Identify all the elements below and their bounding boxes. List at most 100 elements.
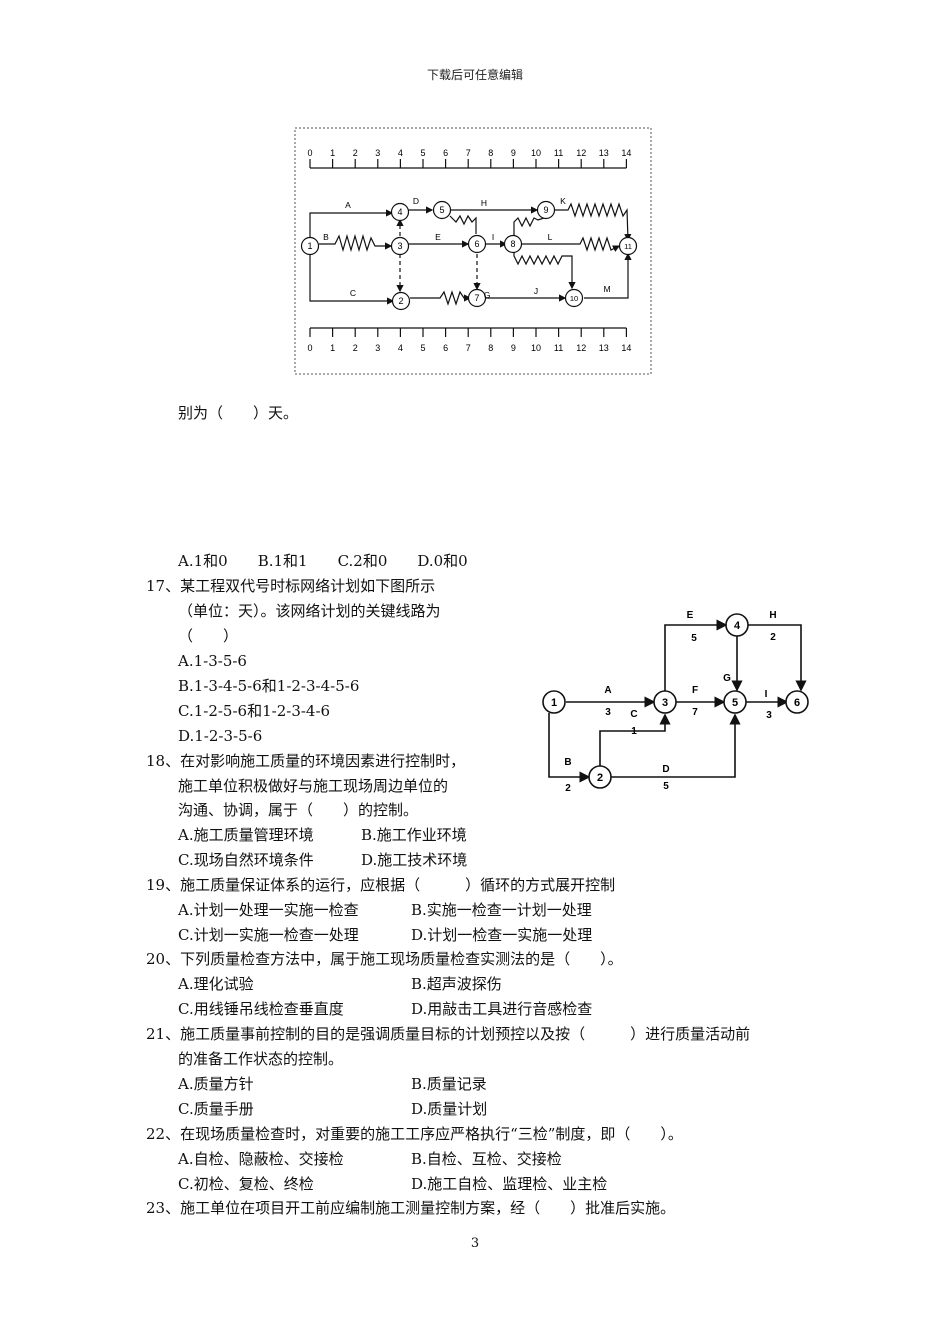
network-node-label: 5 xyxy=(439,205,444,215)
network-node xyxy=(785,690,809,714)
activity-label: J xyxy=(534,286,538,296)
timescale-top-label: 11 xyxy=(554,148,563,158)
network-node-label: 1 xyxy=(307,241,312,251)
network-node-label: 9 xyxy=(543,205,548,215)
timescale-top-label: 8 xyxy=(488,148,493,158)
timescale-top-label: 6 xyxy=(443,148,448,158)
q18-option-b: B.施工作业环境 xyxy=(361,826,467,844)
network-node xyxy=(536,200,556,220)
q17-stem-line-3: （ ） xyxy=(178,627,239,645)
network-node-label: 2 xyxy=(597,772,603,784)
network-node xyxy=(564,288,584,308)
activity-label: D xyxy=(413,196,419,206)
activity-name: B xyxy=(564,757,571,768)
timescale-top-label: 3 xyxy=(375,148,380,158)
activity-name: A xyxy=(604,685,611,696)
network-node-label: 2 xyxy=(398,296,403,306)
timescale-bottom-label: 1 xyxy=(330,343,335,353)
q18-stem-line-2: 施工单位积极做好与施工现场周边单位的 xyxy=(178,777,449,795)
network-node-label: 11 xyxy=(624,242,632,251)
network-node xyxy=(542,690,566,714)
network-node xyxy=(725,613,749,637)
network-node xyxy=(588,765,612,789)
activity-label: M xyxy=(603,284,610,294)
q22-option-a: A.自检、隐蔽检、交接检 xyxy=(178,1150,344,1168)
activity-name: I xyxy=(765,689,768,700)
activity-label: L xyxy=(548,232,553,242)
q21-option-c: C.质量手册 xyxy=(178,1100,254,1118)
timescale-top-label: 7 xyxy=(466,148,471,158)
network-node-label: 8 xyxy=(510,239,515,249)
network-node xyxy=(723,690,747,714)
activity-name: F xyxy=(692,685,698,696)
timescale-top-label: 1 xyxy=(330,148,335,158)
network-node xyxy=(503,234,523,254)
q22-stem: 22、在现场质量检查时，对重要的施工工序应严格执行“三检”制度，即（ ）。 xyxy=(146,1125,683,1143)
network-node xyxy=(467,234,487,254)
activity-label: B xyxy=(323,232,329,242)
timescale-bottom-label: 2 xyxy=(353,343,358,353)
activity-name: G xyxy=(723,673,731,684)
timescale-bottom-label: 4 xyxy=(398,343,403,353)
q17-option-c: C.1-2-5-6和1-2-3-4-6 xyxy=(178,702,331,720)
network-node-label: 3 xyxy=(397,241,402,251)
network-node-label: 10 xyxy=(570,294,578,303)
timescale-bottom-label: 3 xyxy=(375,343,380,353)
q21-option-d: D.质量计划 xyxy=(411,1100,488,1118)
q22-option-d: D.施工自检、监理检、业主检 xyxy=(411,1175,608,1193)
q17-stem-line-1: 17、某工程双代号时标网络计划如下图所示 xyxy=(146,577,436,595)
network-node xyxy=(467,288,487,308)
q18-stem-line-1: 18、在对影响施工质量的环境因素进行控制时， xyxy=(146,752,466,770)
q20-stem: 20、下列质量检查方法中，属于施工现场质量检查实测法的是（ ）。 xyxy=(146,950,623,968)
q21-stem-line-2: 的准备工作状态的控制。 xyxy=(178,1050,344,1068)
q18-option-d: D.施工技术环境 xyxy=(361,851,468,869)
activity-name: D xyxy=(662,764,669,775)
timescale-bottom-label: 14 xyxy=(621,343,631,353)
timescale-bottom-label: 6 xyxy=(443,343,448,353)
q18-option-a: A.施工质量管理环境 xyxy=(178,826,314,844)
timescale-top-label: 10 xyxy=(531,148,541,158)
timescale-top-label: 13 xyxy=(599,148,609,158)
timescale-top-label: 0 xyxy=(307,148,312,158)
timescale-top-label: 14 xyxy=(621,148,631,158)
activity-duration: 1 xyxy=(631,726,637,737)
network-node-label: 4 xyxy=(397,207,402,217)
network-node xyxy=(618,236,638,256)
page-header: 下载后可任意编辑 xyxy=(426,68,523,82)
activity-duration: 2 xyxy=(565,783,571,794)
q17-option-a: A.1-3-5-6 xyxy=(178,652,247,670)
q19-option-b: B.实施一检查一计划一处理 xyxy=(411,901,592,919)
network-node xyxy=(300,236,320,256)
activity-label: I xyxy=(492,232,494,242)
network-node-label: 3 xyxy=(662,697,668,709)
network-node xyxy=(390,236,410,256)
activity-duration: 3 xyxy=(766,710,772,721)
network-node-label: 6 xyxy=(474,239,479,249)
activity-name: H xyxy=(769,610,776,621)
q22-option-c: C.初检、复检、终检 xyxy=(178,1175,314,1193)
q17-stem-line-2: （单位：天）。该网络计划的关键线路为 xyxy=(178,602,441,620)
network-node xyxy=(653,690,677,714)
activity-duration: 3 xyxy=(605,707,611,718)
network-node-label: 5 xyxy=(732,697,738,709)
timescale-bottom-label: 13 xyxy=(599,343,609,353)
timescale-top-label: 12 xyxy=(576,148,586,158)
q19-option-d: D.计划一检查一实施一处理 xyxy=(411,926,593,944)
q19-stem: 19、施工质量保证体系的运行，应根据（ ）循环的方式展开控制 xyxy=(146,876,616,894)
q16-stem-tail: 别为（ ）天。 xyxy=(178,404,299,422)
timescale-top-label: 9 xyxy=(511,148,516,158)
activity-duration: 7 xyxy=(692,707,698,718)
timescale-top-label: 2 xyxy=(353,148,358,158)
q23-stem: 23、施工单位在项目开工前应编制施工测量控制方案，经（ ）批准后实施。 xyxy=(146,1199,676,1217)
timescale-bottom-label: 7 xyxy=(466,343,471,353)
activity-label: H xyxy=(481,198,487,208)
activity-name: C xyxy=(630,709,637,720)
q19-option-a: A.计划一处理一实施一检查 xyxy=(178,901,359,919)
q17-option-b: B.1-3-4-5-6和1-2-3-4-5-6 xyxy=(178,677,360,695)
q20-option-b: B.超声波探伤 xyxy=(411,975,502,993)
q22-option-b: B.自检、互检、交接检 xyxy=(411,1150,562,1168)
q21-stem-line-1: 21、施工质量事前控制的目的是强调质量目标的计划预控以及按（ ）进行质量活动前 xyxy=(146,1025,751,1043)
q20-option-a: A.理化试验 xyxy=(178,975,254,993)
